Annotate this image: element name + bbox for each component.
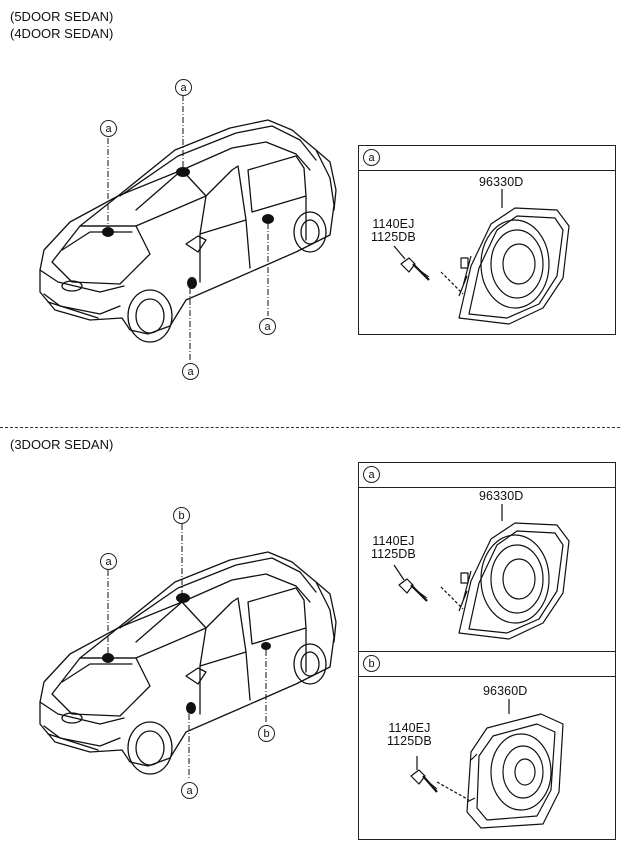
panel-key-a: a <box>363 466 380 483</box>
screw-part-codes-b: 1140EJ 1125DB <box>387 722 432 748</box>
screw-code-2: 1125DB <box>371 547 416 561</box>
detail-panel-b: b 96360D 1140EJ 1125DB <box>358 651 616 840</box>
callout-a-top-rear-door: a <box>259 318 276 335</box>
callout-a-bottom-hood: a <box>100 553 117 570</box>
variant-label-4door: (4DOOR SEDAN) <box>10 26 114 41</box>
panel-key-b: b <box>363 655 380 672</box>
callout-a-top-roof: a <box>175 79 192 96</box>
section-divider <box>0 427 620 428</box>
part-number-speaker-b: 96360D <box>483 684 528 698</box>
panel-key-a: a <box>363 149 380 166</box>
callout-a-top-hood: a <box>100 120 117 137</box>
speaker-drawing-96360d <box>410 699 564 829</box>
screw-code-1: 1140EJ <box>388 721 431 735</box>
part-number-speaker: 96330D <box>479 175 524 189</box>
speaker-drawing-96330d <box>393 504 570 640</box>
car-illustration-bottom <box>39 524 337 780</box>
screw-code-2: 1125DB <box>387 734 432 748</box>
screw-part-codes: 1140EJ 1125DB <box>371 218 416 244</box>
callout-b-bottom-rear-door: b <box>258 725 275 742</box>
callout-b-bottom-roof: b <box>173 507 190 524</box>
part-number-speaker: 96330D <box>479 489 524 503</box>
variant-label-3door: (3DOOR SEDAN) <box>10 437 114 452</box>
screw-code-1: 1140EJ <box>372 217 415 231</box>
screw-code-1: 1140EJ <box>372 534 415 548</box>
detail-panel-a-top: a 96330D 1140EJ 1125DB <box>358 145 616 335</box>
detail-panel-a-bottom: a 96330D 1140EJ 1125DB <box>358 462 616 652</box>
callout-a-top-front-door: a <box>182 363 199 380</box>
variant-label-5door: (5DOOR SEDAN) <box>10 9 114 24</box>
screw-code-2: 1125DB <box>371 230 416 244</box>
callout-a-bottom-front-door: a <box>181 782 198 799</box>
car-illustration-top <box>39 95 337 361</box>
screw-part-codes: 1140EJ 1125DB <box>371 535 416 561</box>
speaker-drawing-96330d <box>393 189 570 325</box>
